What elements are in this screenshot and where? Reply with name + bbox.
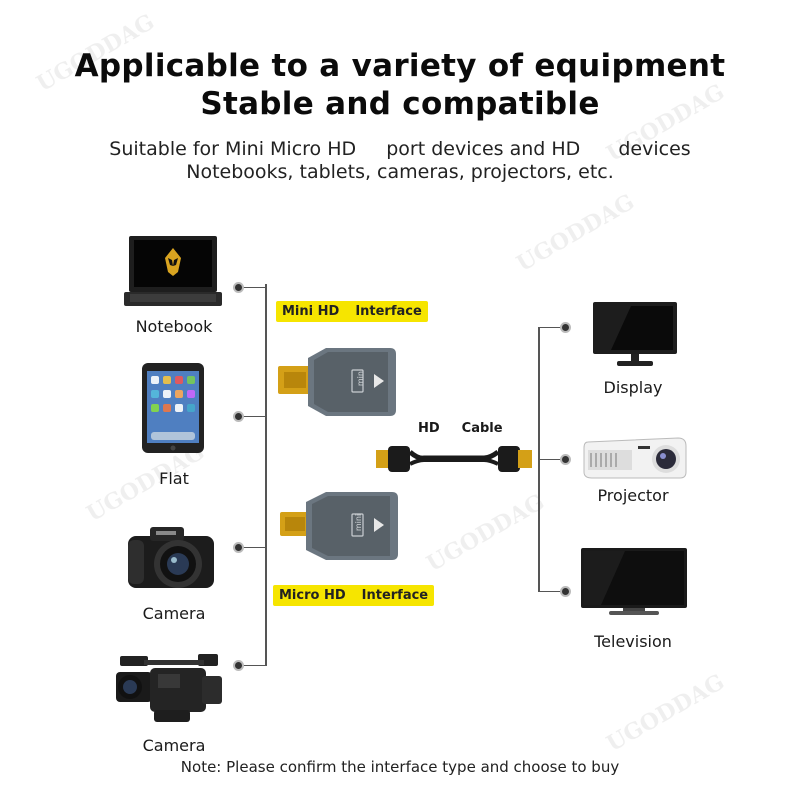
right-branch bbox=[539, 591, 567, 592]
watermark: UGODDAG bbox=[422, 488, 549, 578]
target-label-television: Television bbox=[594, 632, 672, 651]
micro-adapter-text: mini bbox=[354, 513, 364, 532]
camera-icon bbox=[126, 522, 218, 596]
cable-label-part-2: Cable bbox=[461, 421, 503, 436]
connector-dot bbox=[560, 586, 571, 597]
subheading-line-1: Suitable for Mini Micro HD port devices … bbox=[0, 138, 800, 160]
right-branch bbox=[539, 459, 567, 460]
subheading-line-2: Notebooks, tablets, cameras, projectors,… bbox=[186, 161, 614, 183]
connector-dot bbox=[233, 411, 244, 422]
right-branch bbox=[539, 327, 567, 328]
monitor-icon bbox=[591, 300, 679, 372]
micro-tag-part-1: Micro HD bbox=[279, 588, 346, 603]
micro-tag-part-2: Interface bbox=[361, 588, 429, 603]
connector-dot bbox=[560, 322, 571, 333]
tablet-icon bbox=[141, 362, 205, 458]
laptop-icon bbox=[124, 234, 224, 314]
hd-cable bbox=[374, 436, 534, 486]
tv-icon bbox=[579, 546, 689, 622]
source-label-flat: Flat bbox=[159, 469, 189, 488]
left-branch bbox=[240, 547, 266, 548]
cable-label-part-1: HD bbox=[418, 421, 440, 436]
left-connector-line bbox=[265, 284, 267, 666]
subheading-part-2: port devices and HD bbox=[386, 138, 581, 160]
left-branch bbox=[240, 287, 266, 288]
connector-dot bbox=[233, 542, 244, 553]
mini-adapter-text: mini bbox=[356, 368, 366, 387]
camcorder-icon bbox=[114, 654, 226, 730]
watermark: UGODDAG bbox=[602, 668, 729, 758]
source-label-notebook: Notebook bbox=[135, 317, 213, 336]
purchase-note: Note: Please confirm the interface type … bbox=[180, 758, 620, 776]
target-label-projector: Projector bbox=[597, 486, 669, 505]
projector-icon bbox=[582, 432, 688, 488]
left-branch bbox=[240, 665, 266, 666]
left-branch bbox=[240, 416, 266, 417]
watermark: UGODDAG bbox=[512, 188, 639, 278]
connector-dot bbox=[233, 282, 244, 293]
micro-interface-tag: Micro HD Interface bbox=[273, 585, 435, 606]
cable-label: HD Cable bbox=[418, 421, 503, 436]
heading-line-1: Applicable to a variety of equipment bbox=[74, 48, 726, 84]
source-label-camera: Camera bbox=[142, 604, 206, 623]
mini-tag-part-1: Mini HD bbox=[282, 304, 340, 319]
mini-hd-adapter bbox=[274, 344, 398, 424]
heading-line-2: Stable and compatible bbox=[200, 86, 600, 122]
subheading-part-3: devices bbox=[618, 138, 691, 160]
source-label-camcorder: Camera bbox=[142, 736, 206, 755]
mini-interface-tag: Mini HD Interface bbox=[276, 301, 428, 322]
micro-hd-adapter bbox=[276, 488, 400, 568]
subheading-part-1: Suitable for Mini Micro HD bbox=[109, 138, 357, 160]
connector-dot bbox=[560, 454, 571, 465]
connector-dot bbox=[233, 660, 244, 671]
mini-tag-part-2: Interface bbox=[355, 304, 422, 319]
target-label-display: Display bbox=[603, 378, 663, 397]
